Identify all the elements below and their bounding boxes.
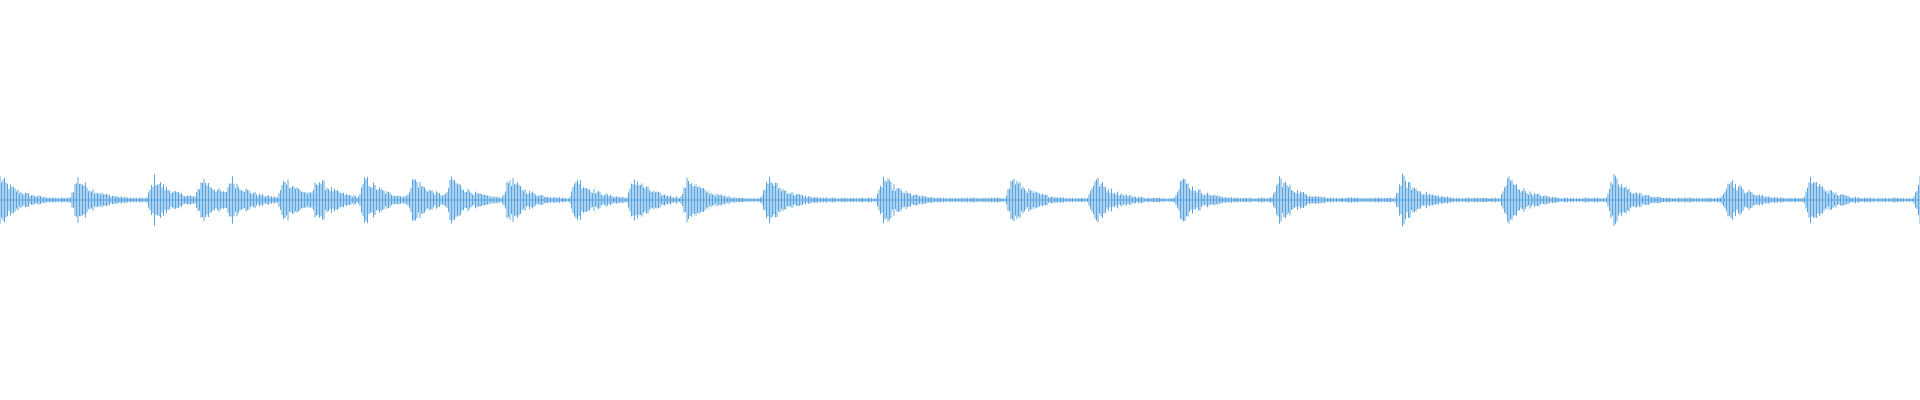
waveform-signal	[0, 173, 1920, 227]
